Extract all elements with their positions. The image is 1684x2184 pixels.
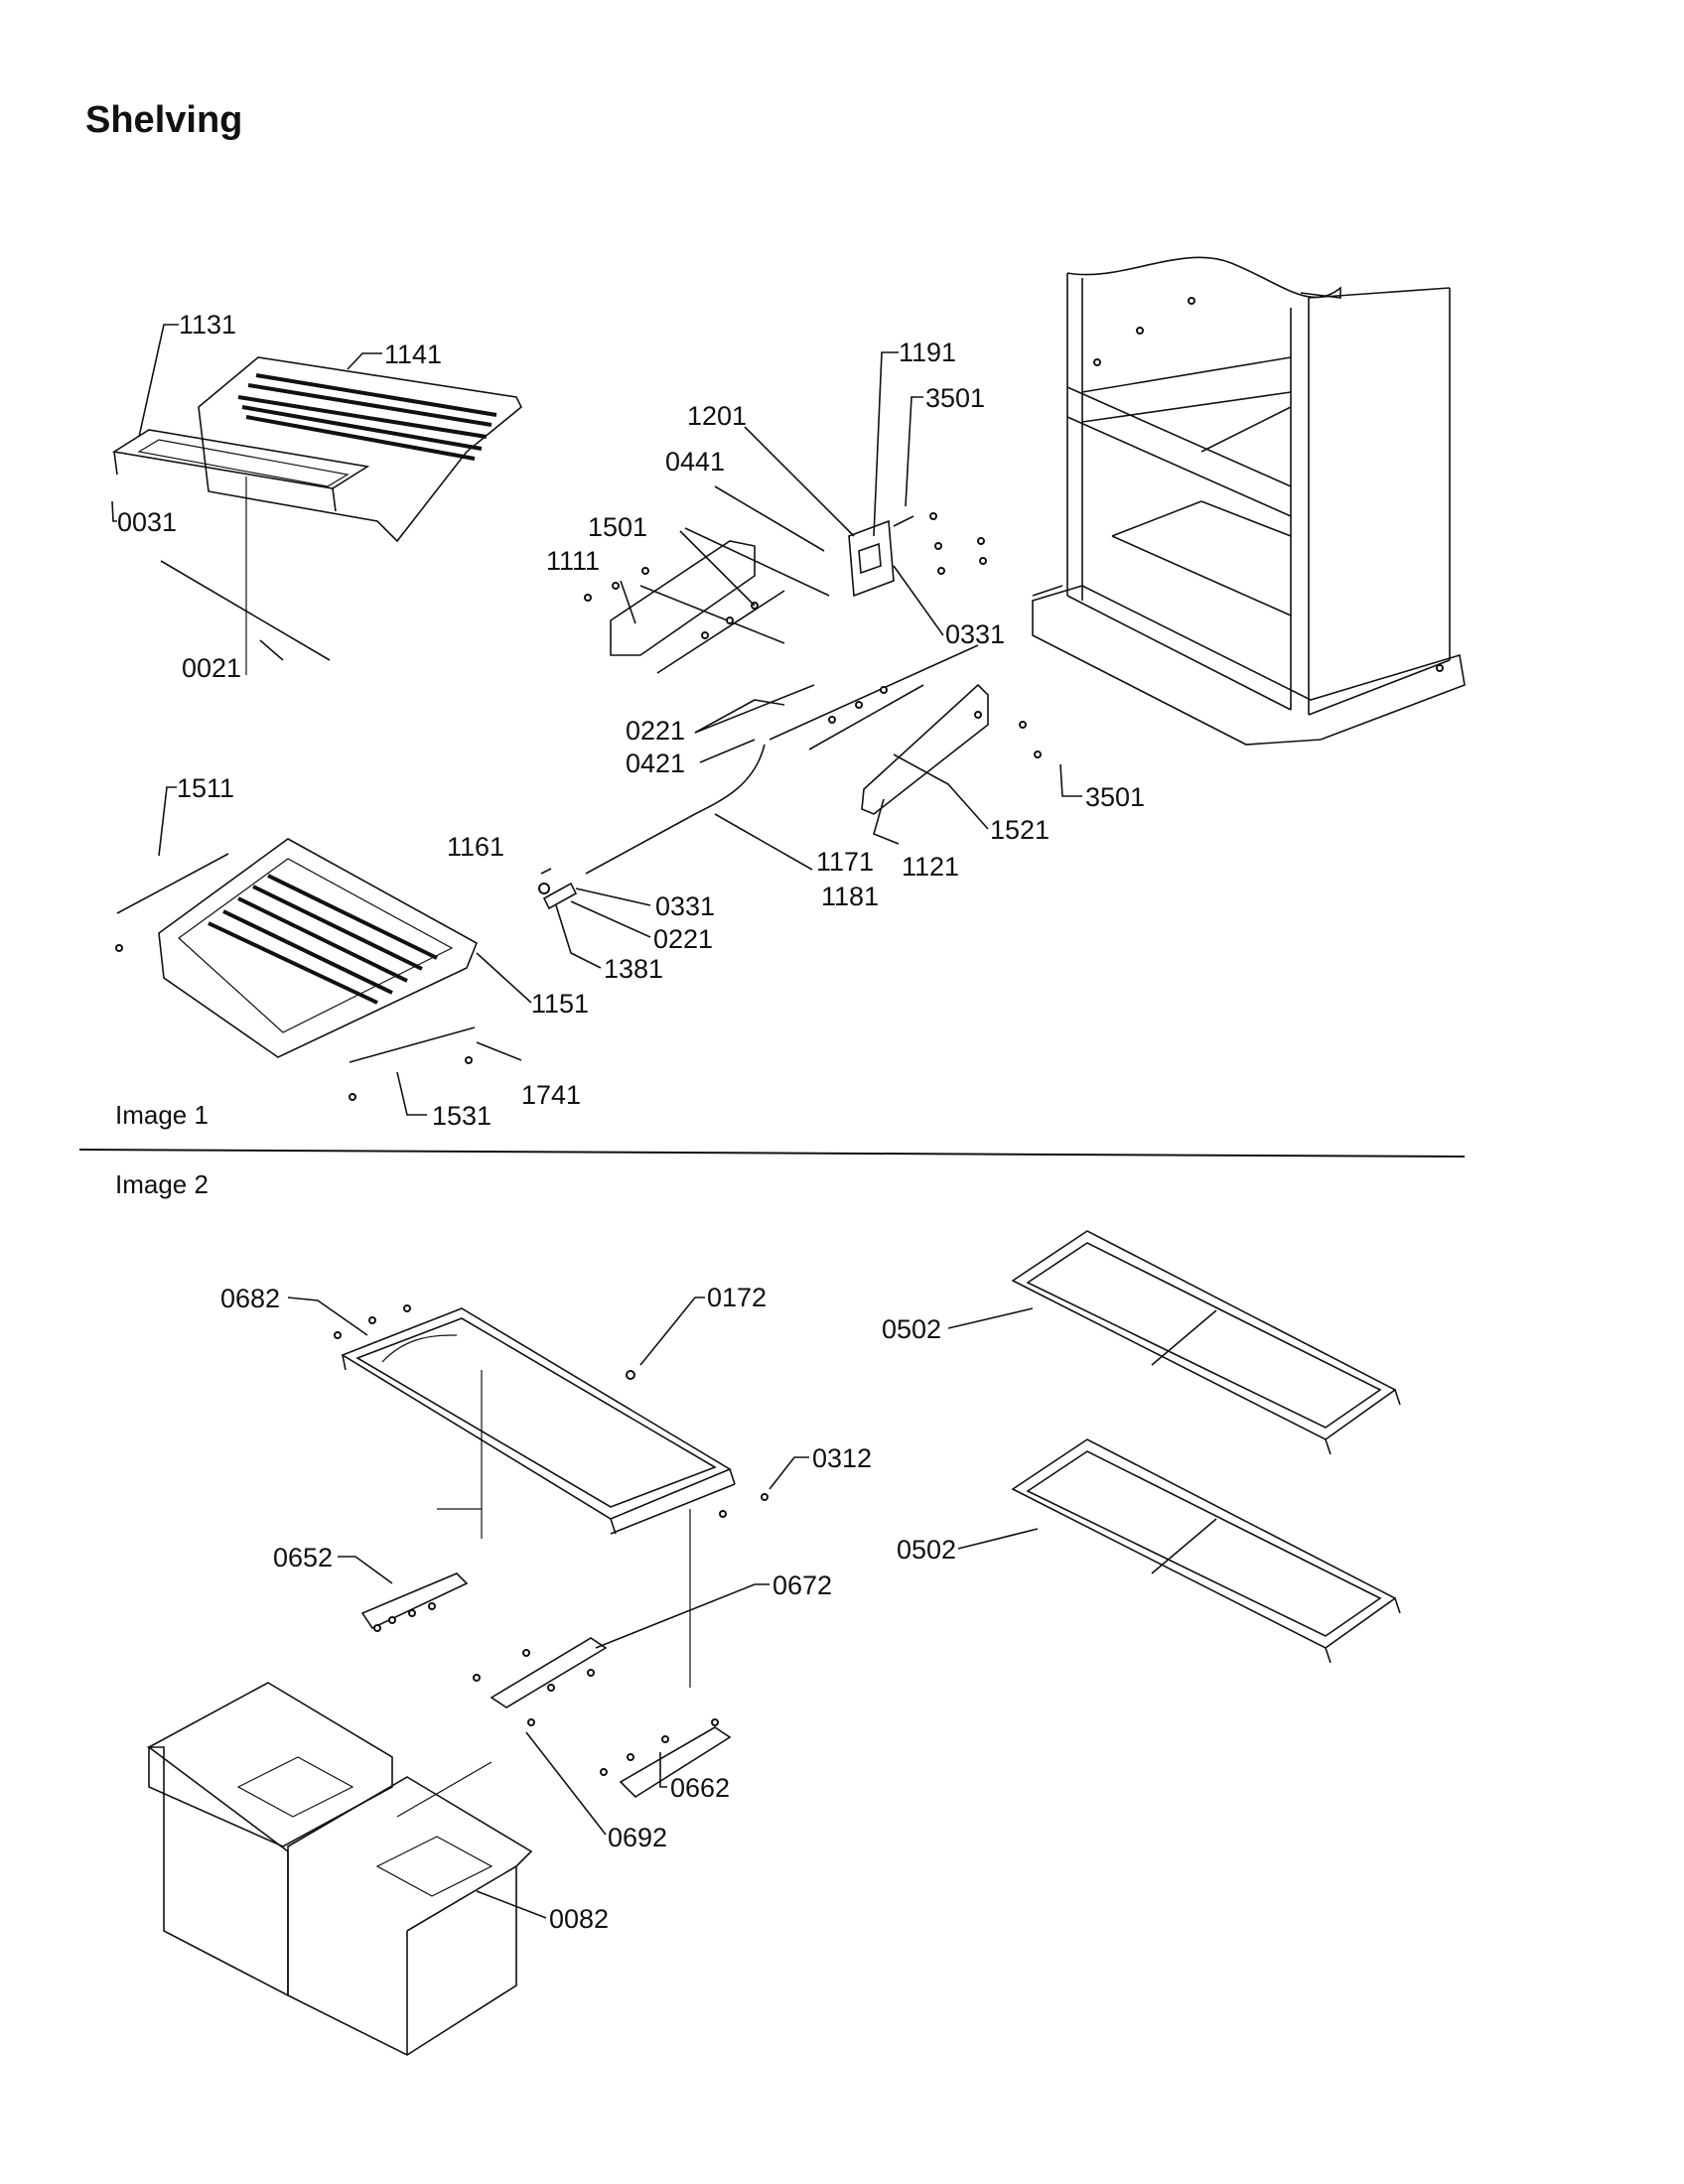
part-number-labels: 1131 1141 0031 0021 1511 1151 1531 1741 … [117,310,1145,1934]
part-label-1501: 1501 [588,512,647,542]
part-label-1511: 1511 [177,773,234,803]
part-label-0672: 0672 [772,1570,832,1600]
part-label-1531: 1531 [432,1101,491,1131]
leader-lines [111,324,1082,1919]
part-label-0031: 0031 [117,507,177,537]
part-label-0312: 0312 [812,1443,872,1473]
part-label-1121: 1121 [902,852,959,882]
shelf-brackets [360,1572,732,1799]
part-label-0502-upper: 0502 [882,1314,941,1344]
page-title: Shelving [85,99,243,141]
part-label-1191: 1191 [899,338,956,367]
part-label-3501-lower: 3501 [1085,782,1145,812]
glass-shelf-upper [1011,1230,1401,1455]
part-label-0331-lower: 0331 [655,891,715,921]
crisper-rail [160,560,331,661]
crisper-cover-assembly [111,356,523,675]
part-label-1161: 1161 [447,832,504,862]
part-label-0502-lower: 0502 [897,1535,956,1565]
shelf-frame-assembly [334,1304,769,1688]
refrigerator-cabinet [1032,256,1466,746]
part-label-1171: 1171 [816,847,874,877]
part-label-0021: 0021 [182,653,241,683]
part-label-0682: 0682 [220,1284,280,1313]
upper-shelf-support [584,527,830,674]
part-label-1521: 1521 [990,815,1050,845]
part-label-1181: 1181 [821,882,879,911]
part-label-0662: 0662 [670,1773,730,1803]
part-label-0441: 0441 [665,447,725,477]
part-label-3501-upper: 3501 [925,383,985,413]
part-label-1741: 1741 [521,1080,581,1110]
lower-shelf-support [769,644,1042,815]
part-label-1141: 1141 [384,340,442,369]
part-label-0652: 0652 [273,1543,333,1572]
part-label-0221-upper: 0221 [626,716,685,746]
control-box [848,512,987,598]
part-label-0082: 0082 [549,1904,609,1934]
part-label-0421: 0421 [626,749,685,778]
wire-harness [538,744,766,910]
crisper-grille-slots [237,373,497,461]
part-label-1201: 1201 [687,401,747,431]
image1-label: Image 1 [115,1100,209,1130]
image2-label: Image 2 [115,1169,209,1199]
crisper-pan-assembly [115,838,479,1101]
part-label-0172: 0172 [707,1283,767,1312]
glass-shelf-lower [1011,1438,1401,1664]
part-label-1111: 1111 [546,546,600,576]
crisper-pan-grille [208,874,438,1005]
part-label-1131: 1131 [179,310,236,340]
crisper-drawers [146,1682,533,2056]
part-label-0692: 0692 [608,1823,667,1852]
part-label-1151: 1151 [531,989,589,1019]
part-label-0221-lower: 0221 [653,924,713,954]
part-label-0331-upper: 0331 [945,619,1005,649]
part-label-1381: 1381 [604,954,663,984]
section-divider [78,1149,1466,1158]
